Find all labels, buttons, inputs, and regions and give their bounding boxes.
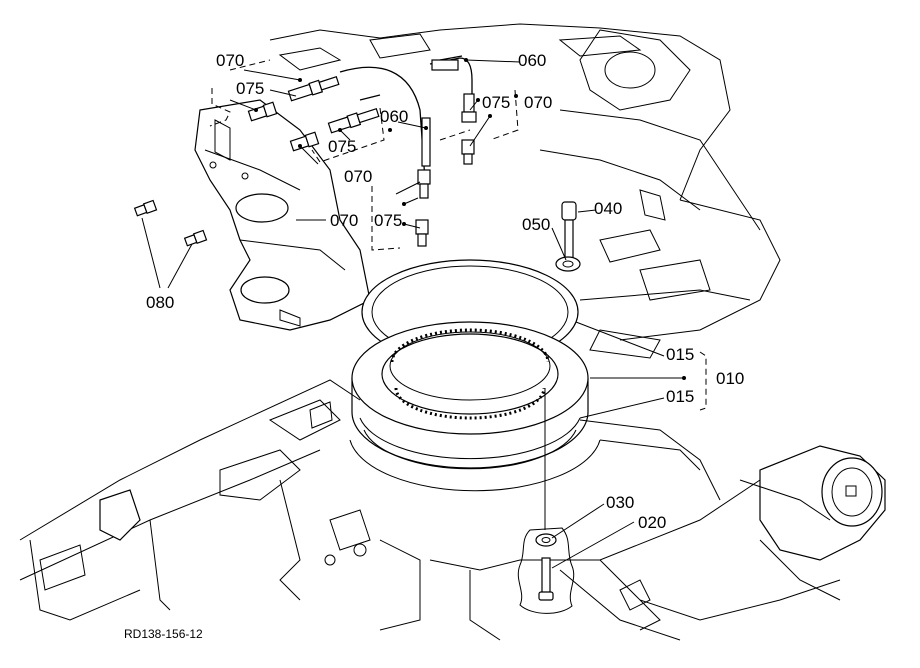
label-075-top: 075 bbox=[236, 79, 265, 98]
label-015-lower: 015 bbox=[666, 387, 695, 406]
label-075-right: 075 bbox=[482, 93, 511, 112]
label-020: 020 bbox=[638, 513, 667, 532]
bolt-040 bbox=[561, 201, 577, 259]
fittings bbox=[133, 75, 477, 247]
bolt-020-detail bbox=[517, 527, 575, 614]
label-080: 080 bbox=[146, 293, 175, 312]
leader-lines bbox=[141, 59, 684, 569]
leader-dots bbox=[254, 58, 686, 380]
label-050: 050 bbox=[522, 215, 551, 234]
label-040: 040 bbox=[594, 199, 623, 218]
hose-lines bbox=[339, 55, 473, 181]
lower-chassis bbox=[19, 379, 841, 641]
label-015-upper: 015 bbox=[666, 345, 695, 364]
right-mount bbox=[739, 445, 886, 601]
label-070-mid: 070 bbox=[344, 167, 373, 186]
label-070-top: 070 bbox=[216, 51, 245, 70]
washer-050 bbox=[555, 256, 581, 272]
label-060-top: 060 bbox=[518, 51, 547, 70]
label-070-right: 070 bbox=[524, 93, 553, 112]
drawing-code: RD138-156-12 bbox=[124, 627, 203, 641]
label-010: 010 bbox=[716, 369, 745, 388]
upper-frame bbox=[269, 23, 781, 359]
swing-bearing bbox=[349, 259, 601, 492]
label-060-mid: 060 bbox=[380, 107, 409, 126]
label-075-mid: 075 bbox=[328, 137, 357, 156]
group-brackets bbox=[209, 59, 707, 411]
label-070-center: 070 bbox=[330, 211, 359, 230]
label-075-center: 075 bbox=[374, 211, 403, 230]
left-bracket bbox=[194, 99, 371, 331]
label-030: 030 bbox=[606, 493, 635, 512]
